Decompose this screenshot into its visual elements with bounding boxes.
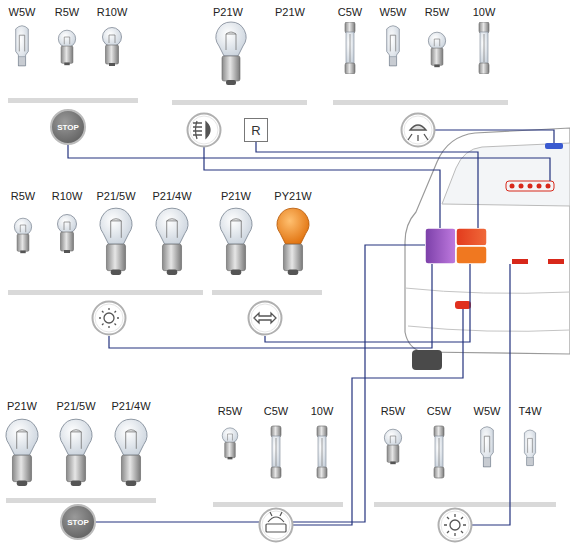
bulb-type-label: R5W xyxy=(55,6,79,19)
bulb-type-label: T4W xyxy=(518,405,541,418)
bulb-type-label: 10W xyxy=(311,405,334,418)
bulb-type-label: R5W xyxy=(11,190,35,203)
bulb-type-label: P21W xyxy=(7,400,37,413)
bulb-type-label: 10W xyxy=(473,6,496,19)
reverse-icon-box: R xyxy=(244,118,268,142)
bulb-type-label: P21W xyxy=(275,6,305,19)
bulb-type-label: P21/5W xyxy=(96,190,135,203)
icon-text: STOP xyxy=(57,123,79,132)
bulb-type-label: P21W xyxy=(221,190,251,203)
bulb-type-label: R10W xyxy=(97,6,128,19)
stop-icon: STOP xyxy=(50,109,86,145)
bulb-type-label: R10W xyxy=(52,190,83,203)
bulb-type-label: P21/4W xyxy=(152,190,191,203)
bulb-type-label: P21W xyxy=(213,6,243,19)
bulb-type-label: P21/5W xyxy=(56,400,95,413)
bulb-type-label: R5W xyxy=(218,405,242,418)
bulb-type-label: W5W xyxy=(9,6,36,19)
bulb-type-label: C5W xyxy=(338,6,362,19)
icon-text: STOP xyxy=(67,518,89,527)
bulb-type-label: PY21W xyxy=(274,190,311,203)
icon-text: R xyxy=(251,123,260,138)
bulb-type-label: W5W xyxy=(474,405,501,418)
bulb-type-label: R5W xyxy=(425,6,449,19)
bulb-type-label: C5W xyxy=(427,405,451,418)
bulb-type-label: R5W xyxy=(381,405,405,418)
bulb-type-label: C5W xyxy=(264,405,288,418)
bulb-type-label: P21/4W xyxy=(111,400,150,413)
bulb-type-label: W5W xyxy=(380,6,407,19)
stop-icon: STOP xyxy=(60,504,96,540)
